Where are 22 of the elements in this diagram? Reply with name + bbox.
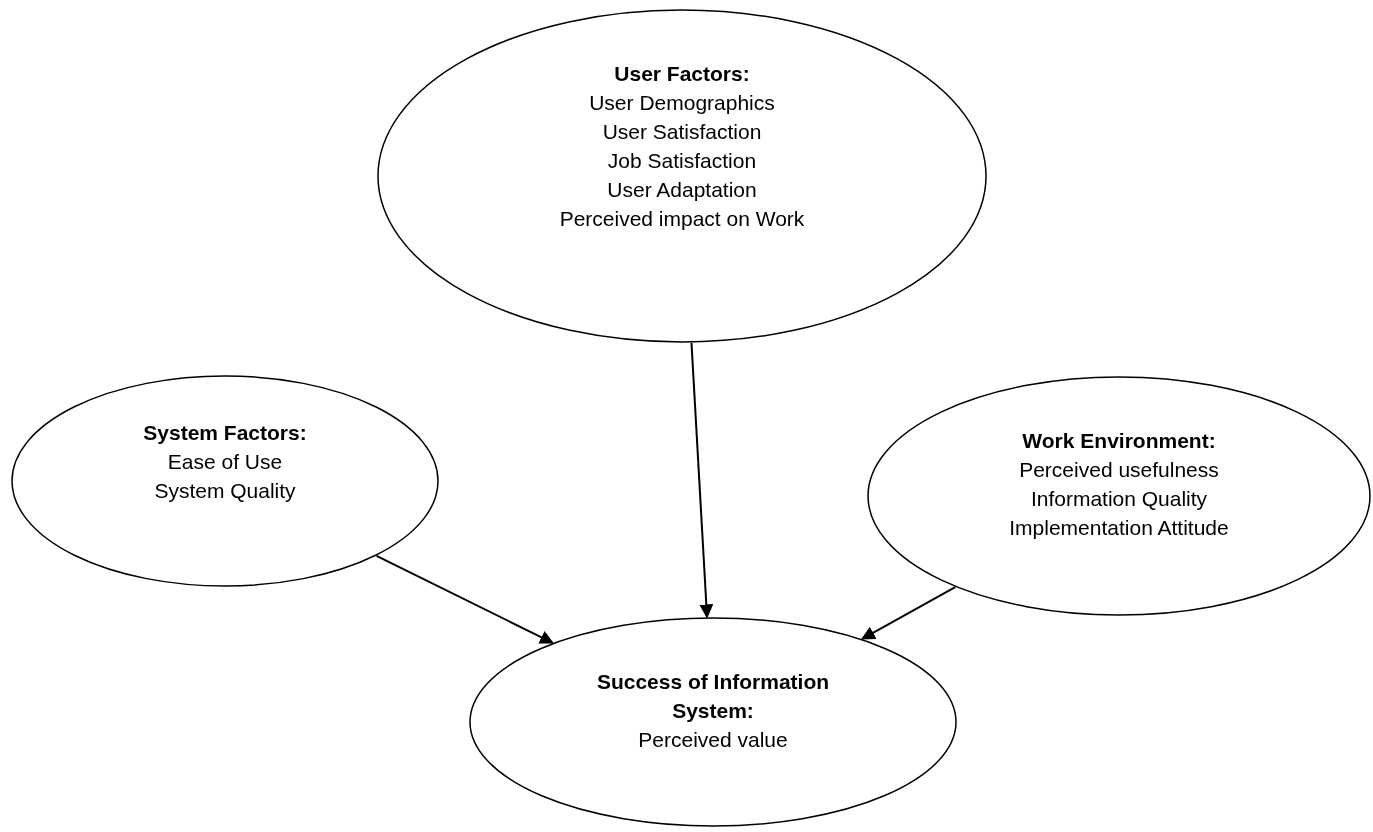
ellipse-node (377, 9, 987, 343)
arrow (690, 341, 714, 619)
ellipse-node (11, 375, 439, 587)
node-heading: System Factors: (142, 419, 308, 446)
node-text: Implementation Attitude (1008, 515, 1230, 541)
node-text: System Quality (153, 477, 297, 504)
node-text: Perceived value (637, 726, 789, 753)
node-text: User Adaptation (606, 177, 758, 203)
node-heading: Work Environment: (1021, 428, 1217, 454)
node-heading: User Factors: (613, 61, 751, 87)
node-text: Job Satisfaction (606, 148, 758, 174)
ellipse-node (867, 376, 1371, 616)
node-text: User Demographics (588, 90, 776, 116)
node-heading: Success of Information System: (595, 668, 831, 724)
arrow (861, 586, 957, 640)
node-text: Information Quality (1029, 486, 1209, 512)
node-text: Ease of Use (166, 448, 284, 475)
node-text: User Satisfaction (601, 119, 763, 145)
ellipse-node (469, 617, 957, 827)
node-text: Perceived usefulness (1018, 457, 1220, 483)
arrow (375, 554, 554, 644)
node-text: Perceived impact on Work (558, 206, 806, 232)
